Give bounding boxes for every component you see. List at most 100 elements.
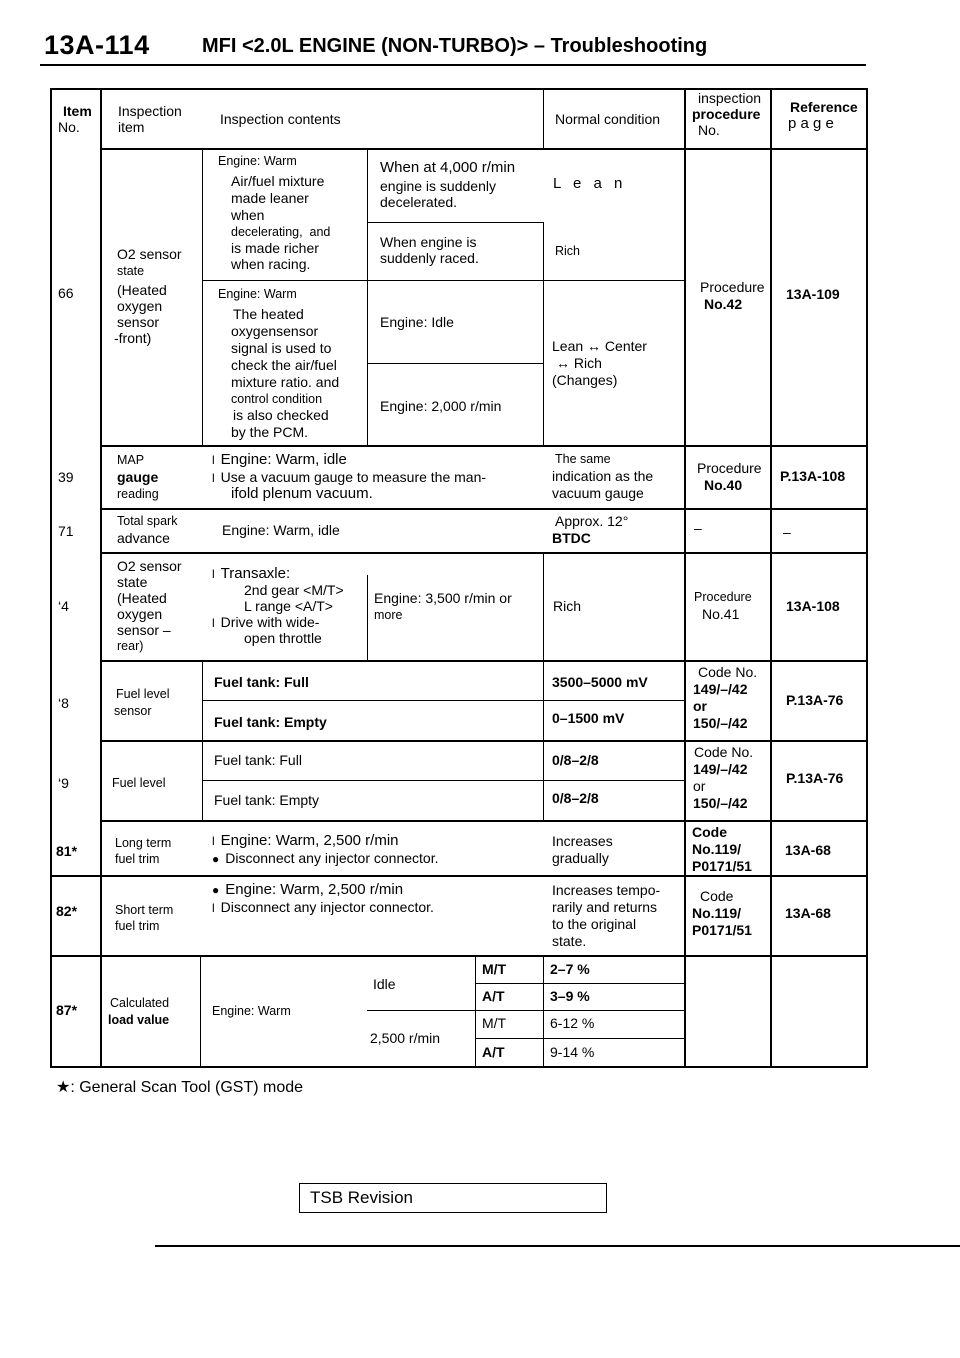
sub-condition: Fuel tank: Full [214,674,309,690]
item-no: 71 [58,523,74,539]
contents-line: Disconnect any injector connector. [220,899,434,915]
contents-line: open throttle [244,630,322,646]
header-rule [40,64,866,66]
sub-condition: engine is suddenly [380,178,496,194]
contents-line: Air/fuel mixture [231,173,325,189]
procedure-no: or [693,778,706,794]
col-inspection-item-2: item [118,119,145,135]
reference-page: 13A-108 [786,598,840,614]
procedure-no: Code No. [694,744,754,760]
contents-line: signal is used to [231,340,332,356]
contents-line: Use a vacuum gauge to measure the man- [220,469,487,485]
procedure-no: 150/–/42 [693,715,748,731]
sub-condition: Engine: 3,500 r/min or [374,590,512,606]
sub-condition: Engine: Idle [380,314,454,330]
procedure-no: Procedure [700,279,765,295]
item-name: Fuel level [112,776,166,790]
reference-page: 13A-68 [785,842,831,858]
reference-page: P.13A-76 [786,692,844,708]
procedure-no: No.40 [704,477,743,493]
normal-condition: 0/8–2/8 [552,790,599,806]
procedure-no: P0171/51 [692,858,752,874]
normal-condition: 6-12 % [550,1015,595,1031]
sub-condition: Fuel tank: Empty [214,714,327,730]
normal-condition: Increases tempo- [552,882,661,898]
sub-condition: more [374,608,403,622]
procedure-no: Code [692,824,727,840]
normal-condition: Approx. 12° [555,513,629,529]
reference-page: P.13A-76 [786,770,844,786]
contents-line: Engine: Warm [212,1004,291,1018]
item-no: 81* [56,843,78,859]
tsb-revision-box: TSB Revision [299,1183,607,1213]
col-procedure-3: No. [698,122,720,138]
item-name: -front) [114,330,152,346]
normal-condition: Rich [555,244,581,258]
col-item-label-2: No. [58,119,80,135]
normal-condition: to the original [552,916,637,932]
item-name: fuel trim [115,919,160,933]
contents-line: when racing. [231,256,311,272]
contents-line: Engine: Warm, idle [222,522,340,538]
item-name: fuel trim [115,852,160,866]
contents-line: oxygensensor [231,323,319,339]
normal-condition: 3500–5000 mV [552,674,648,690]
item-name: advance [117,530,170,546]
sub-condition: Fuel tank: Empty [214,792,320,808]
page-title: MFI <2.0L ENGINE (NON-TURBO)> – Troubles… [202,35,708,57]
procedure-no: 149/–/42 [693,681,748,697]
sub-condition: 2,500 r/min [370,1030,441,1046]
item-no: ‘4 [58,598,69,614]
contents-line: L range <A/T> [244,598,333,614]
normal-condition: vacuum gauge [552,485,644,501]
normal-condition: (Changes) [552,372,618,388]
normal-condition: 9-14 % [550,1044,595,1060]
item-no: 66 [58,285,74,301]
item-name: state [117,574,148,590]
normal-condition: The same [555,452,611,466]
item-no: 39 [58,469,74,485]
item-name: Long term [115,836,172,850]
contents-line: when [231,207,265,223]
normal-condition: Increases [552,833,613,849]
item-name: (Heated [117,282,167,298]
reference-page: – [783,524,791,540]
procedure-no: Procedure [694,590,752,604]
item-name: Total spark [117,514,178,528]
sub-condition: When at 4,000 r/min [380,159,516,176]
normal-condition: 0–1500 mV [552,710,625,726]
normal-condition: indication as the [552,468,654,484]
sub-condition: Idle [373,976,396,992]
sub-condition: When engine is [380,234,477,250]
item-name: load value [108,1013,170,1027]
contents-line: Transaxle: [220,565,291,582]
procedure-no: No.119/ [692,905,742,921]
item-name: Short term [115,903,174,917]
normal-condition: BTDC [552,530,591,546]
item-name: (Heated [117,590,167,606]
item-name: O2 sensor [117,558,182,574]
item-no: 82* [56,903,78,919]
procedure-no: – [694,520,702,536]
contents-line: 2nd gear <M/T> [244,582,344,598]
procedure-no: 150/–/42 [693,795,748,811]
contents-line: by the PCM. [231,424,309,440]
procedure-no: No.119/ [692,841,742,857]
condition: Engine: Warm [218,154,297,168]
item-no: 87* [56,1002,78,1018]
contents-line: mixture ratio. and [231,374,340,390]
item-name: reading [117,487,159,501]
col-item-label: Item [63,103,92,119]
contents-line: Engine: Warm, 2,500 r/min [225,881,404,898]
col-procedure: inspection [698,90,762,106]
normal-condition: 3–9 % [550,988,590,1004]
item-name: state [117,264,145,278]
contents-line: made leaner [231,190,309,206]
normal-condition: 2–7 % [550,961,590,977]
reference-page: 13A-109 [786,286,840,302]
col-procedure-2: procedure [692,106,761,122]
bottom-rule [155,1245,960,1247]
transmission: M/T [482,961,507,977]
item-name: gauge [117,469,159,485]
sub-condition: Fuel tank: Full [214,752,302,768]
